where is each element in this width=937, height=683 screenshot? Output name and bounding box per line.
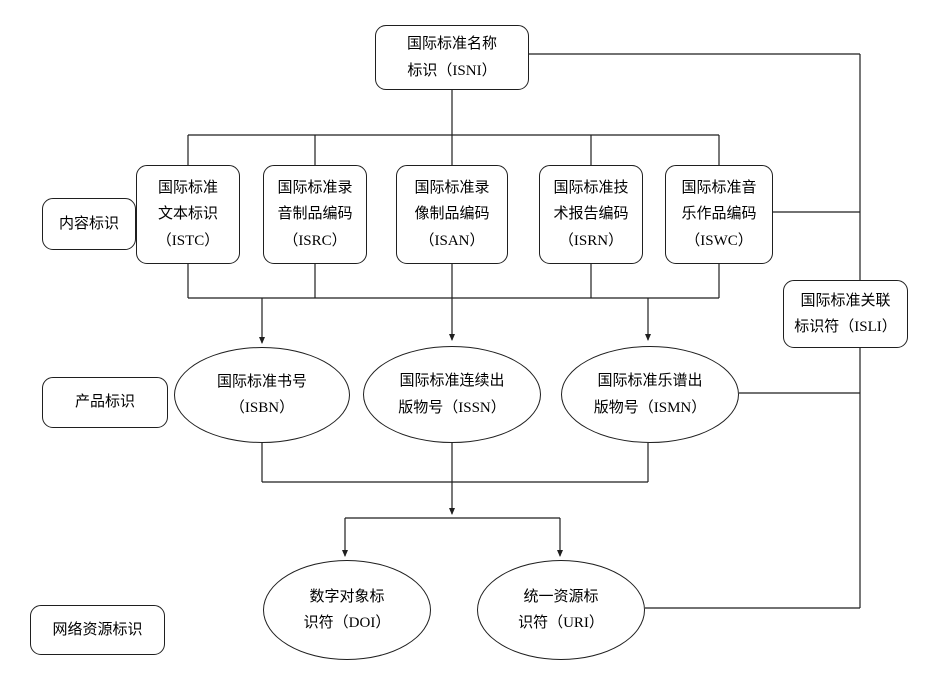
node-label-line: 国际标准关联 bbox=[800, 292, 891, 309]
node-isan: 国际标准录 像制品编码 （ISAN） bbox=[396, 165, 508, 264]
node-label-line: 国际标准音 bbox=[681, 180, 757, 197]
node-label-line: （ISAN） bbox=[419, 232, 485, 249]
node-uri: 统一资源标 识符（URI） bbox=[477, 560, 645, 660]
node-label-line: 标识符（ISLI） bbox=[794, 319, 897, 335]
node-issn: 国际标准连续出 版物号（ISSN） bbox=[363, 346, 541, 443]
connector-isli-trunk bbox=[529, 53, 861, 609]
node-iswc: 国际标准音 乐作品编码 （ISWC） bbox=[665, 165, 773, 264]
node-istc: 国际标准 文本标识 （ISTC） bbox=[136, 165, 240, 264]
node-label-line: 统一资源标 bbox=[523, 588, 599, 605]
node-label-line: （ISRN） bbox=[558, 232, 624, 249]
node-isrc: 国际标准录 音制品编码 （ISRC） bbox=[263, 165, 367, 264]
node-label-line: 国际标准乐谱出 bbox=[597, 373, 703, 390]
group-label-text: 网络资源标识 bbox=[52, 621, 143, 638]
node-label-line: 识符（URI） bbox=[518, 615, 604, 631]
node-label-line: 版物号（ISMN） bbox=[593, 399, 707, 416]
node-label-line: 识符（DOI） bbox=[303, 615, 391, 631]
node-label-line: 国际标准技 bbox=[553, 180, 629, 197]
connector-content-to-product-row bbox=[187, 264, 720, 344]
node-isbn: 国际标准书号 （ISBN） bbox=[174, 347, 350, 443]
node-label-line: 国际标准连续出 bbox=[399, 373, 505, 390]
node-label-line: 国际标准 bbox=[157, 180, 218, 197]
node-label-line: 像制品编码 bbox=[414, 206, 490, 223]
node-ismn: 国际标准乐谱出 版物号（ISMN） bbox=[561, 346, 739, 443]
group-label-content-identifiers: 内容标识 bbox=[42, 198, 136, 250]
group-label-network-resource-identifiers: 网络资源标识 bbox=[30, 605, 165, 655]
node-label-line: 国际标准名称 bbox=[406, 36, 497, 53]
node-label-line: （ISTC） bbox=[156, 232, 220, 249]
node-isni: 国际标准名称 标识（ISNI） bbox=[375, 25, 529, 90]
node-label-line: 音制品编码 bbox=[277, 206, 353, 223]
node-label-line: 乐作品编码 bbox=[681, 206, 757, 223]
node-isli: 国际标准关联 标识符（ISLI） bbox=[783, 280, 908, 348]
node-label-line: （ISRC） bbox=[283, 232, 347, 249]
group-label-text: 内容标识 bbox=[58, 215, 119, 232]
node-label-line: 标识（ISNI） bbox=[407, 62, 497, 79]
group-label-text: 产品标识 bbox=[74, 394, 135, 411]
node-doi: 数字对象标 识符（DOI） bbox=[263, 560, 431, 660]
node-label-line: 国际标准录 bbox=[277, 180, 353, 197]
node-label-line: 文本标识 bbox=[157, 206, 218, 223]
connector-product-to-network-row bbox=[261, 443, 649, 557]
group-label-product-identifiers: 产品标识 bbox=[42, 377, 168, 428]
node-label-line: 数字对象标 bbox=[309, 588, 385, 605]
node-label-line: 国际标准书号 bbox=[216, 373, 307, 390]
node-label-line: （ISBN） bbox=[229, 400, 295, 416]
node-label-line: 术报告编码 bbox=[553, 206, 629, 223]
node-label-line: （ISWC） bbox=[685, 232, 753, 249]
node-label-line: 国际标准录 bbox=[414, 180, 490, 197]
node-isrn: 国际标准技 术报告编码 （ISRN） bbox=[539, 165, 643, 264]
node-label-line: 版物号（ISSN） bbox=[398, 399, 506, 416]
connector-isni-to-content-row bbox=[187, 90, 720, 165]
